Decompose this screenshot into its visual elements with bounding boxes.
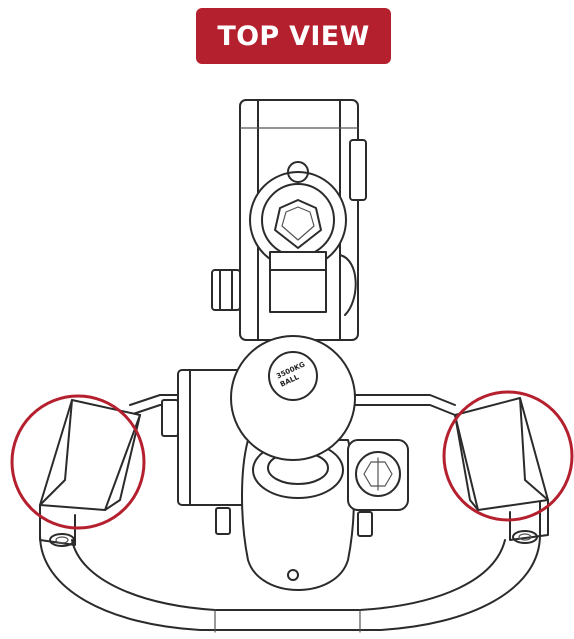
view-title: TOP VIEW (217, 20, 370, 52)
view-title-badge: TOP VIEW (196, 8, 391, 64)
right-mount-bracket (454, 397, 549, 544)
right-mount-highlight (442, 390, 574, 522)
coupling-ball: 3500KG BALL (230, 335, 356, 591)
right-hex-fitting (347, 439, 409, 511)
lower-pins (215, 507, 373, 537)
hitch-pin-assembly (211, 161, 357, 316)
left-mount-highlight (10, 394, 146, 530)
